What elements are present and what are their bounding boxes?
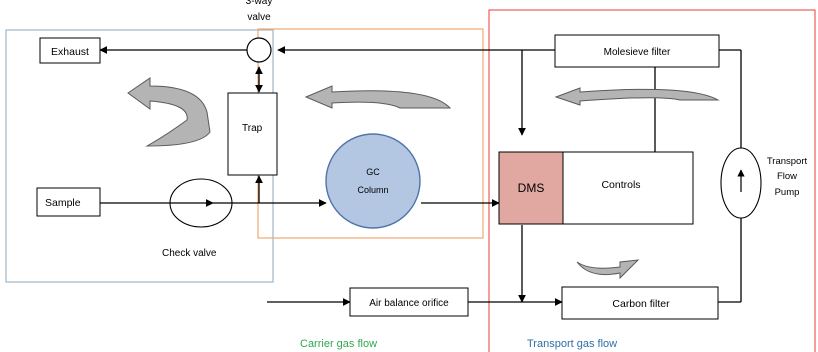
sample-box: Sample: [36, 187, 101, 217]
three-way-valve-label-line1: 3-way: [246, 0, 273, 7]
transport-region: [488, 9, 816, 352]
transport-flow-pump: Transport Flow Pump: [720, 147, 808, 219]
carbon-filter-box: Carbon filter: [561, 286, 719, 320]
check-valve: Check valve: [162, 178, 233, 259]
pump-label-line2: Flow: [777, 171, 797, 182]
controls-label: Controls: [601, 179, 640, 191]
pump-label-line1: Transport: [767, 156, 808, 167]
trap-label: Trap: [242, 123, 263, 134]
air-balance-orifice-label: Air balance orifice: [369, 298, 449, 309]
carrier-gas-flow-label: Carrier gas flow: [300, 338, 377, 350]
gc-column-label-line1: GC: [366, 167, 380, 177]
exhaust-label: Exhaust: [51, 46, 89, 58]
flow-direction-arrows: [127, 77, 720, 280]
molesieve-filter-label: Molesieve filter: [604, 47, 671, 58]
three-way-valve-label-line2: valve: [247, 12, 271, 23]
dms-box: [498, 151, 564, 225]
sample-circulation-arrow: [127, 77, 211, 147]
three-way-valve: 3-way valve: [246, 0, 273, 63]
air-balance-orifice-box: Air balance orifice: [349, 287, 469, 317]
gc-column: GC Column: [325, 133, 421, 229]
sample-label: Sample: [45, 197, 81, 209]
transport-circulation-arrow-top: [554, 87, 720, 106]
exhaust-box: Exhaust: [39, 37, 101, 64]
flow-lines: [99, 46, 742, 306]
transport-circulation-arrow-bottom: [576, 259, 640, 280]
carbon-filter-label: Carbon filter: [612, 298, 670, 310]
controls-box: [562, 151, 694, 225]
trap-box: Trap: [227, 92, 278, 176]
carrier-circulation-arrow: [304, 85, 452, 109]
check-valve-label: Check valve: [162, 248, 217, 259]
detector-unit: DMS Controls: [498, 151, 694, 225]
transport-gas-flow-label: Transport gas flow: [527, 338, 617, 350]
pump-label-line3: Pump: [775, 187, 800, 198]
molesieve-filter-box: Molesieve filter: [554, 34, 720, 68]
gc-column-label-line2: Column: [357, 185, 388, 195]
dms-label: DMS: [518, 181, 545, 195]
